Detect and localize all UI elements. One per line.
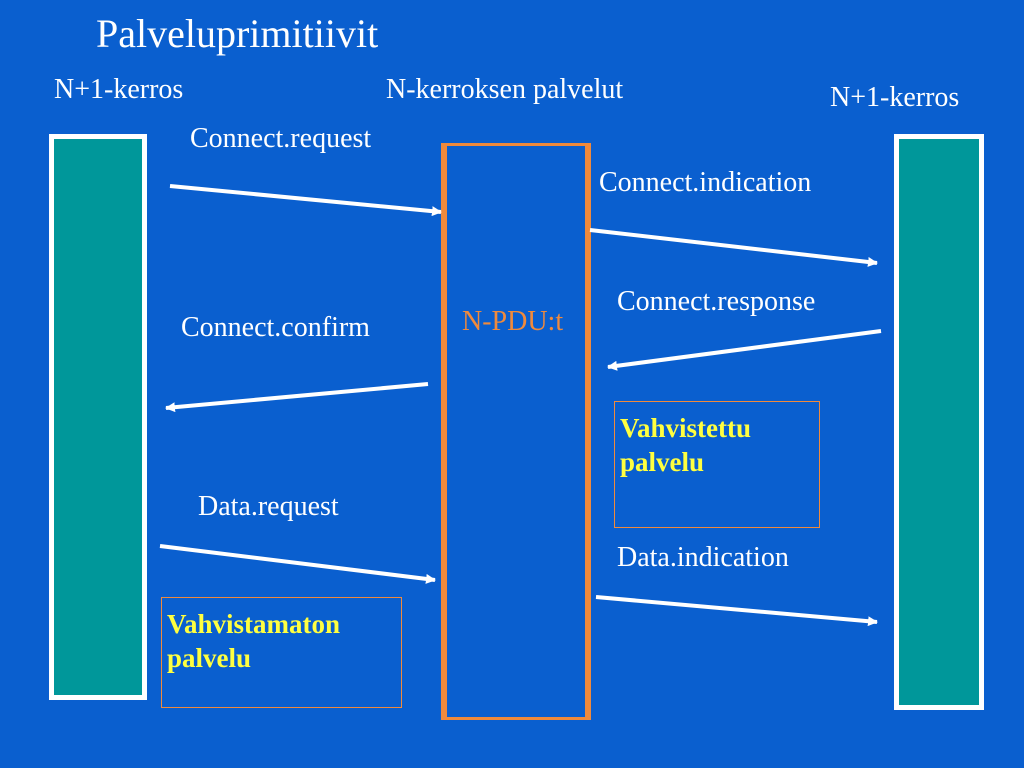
data-request-arrow (159, 544, 436, 584)
connect-response-label: Connect.response (617, 286, 816, 317)
connect-indication-label: Connect.indication (599, 167, 812, 198)
page-title: Palveluprimitiivit (96, 11, 379, 56)
confirmed-service-note: Vahvistettu palvelu (614, 401, 820, 528)
right-layer-label: N+1-kerros (830, 82, 960, 113)
data-request-label: Data.request (198, 491, 339, 522)
middle-layer-label: N-kerroksen palvelut (386, 74, 624, 105)
left-layer-label: N+1-kerros (54, 74, 184, 105)
left-layer-bar (49, 134, 147, 700)
connect-confirm-label: Connect.confirm (181, 312, 370, 343)
n-layer-box (441, 143, 591, 720)
connect-response-arrow (607, 329, 882, 371)
npdu-label: N-PDU:t (462, 306, 564, 337)
data-indication-arrow (595, 595, 878, 627)
connect-confirm-arrow (165, 382, 429, 413)
connect-request-arrow (169, 184, 442, 217)
data-indication-label: Data.indication (617, 542, 789, 573)
right-layer-bar (894, 134, 984, 710)
unconfirmed-service-note: Vahvistamaton palvelu (161, 597, 402, 708)
connect-request-label: Connect.request (190, 123, 372, 154)
connect-indication-arrow (589, 228, 878, 267)
